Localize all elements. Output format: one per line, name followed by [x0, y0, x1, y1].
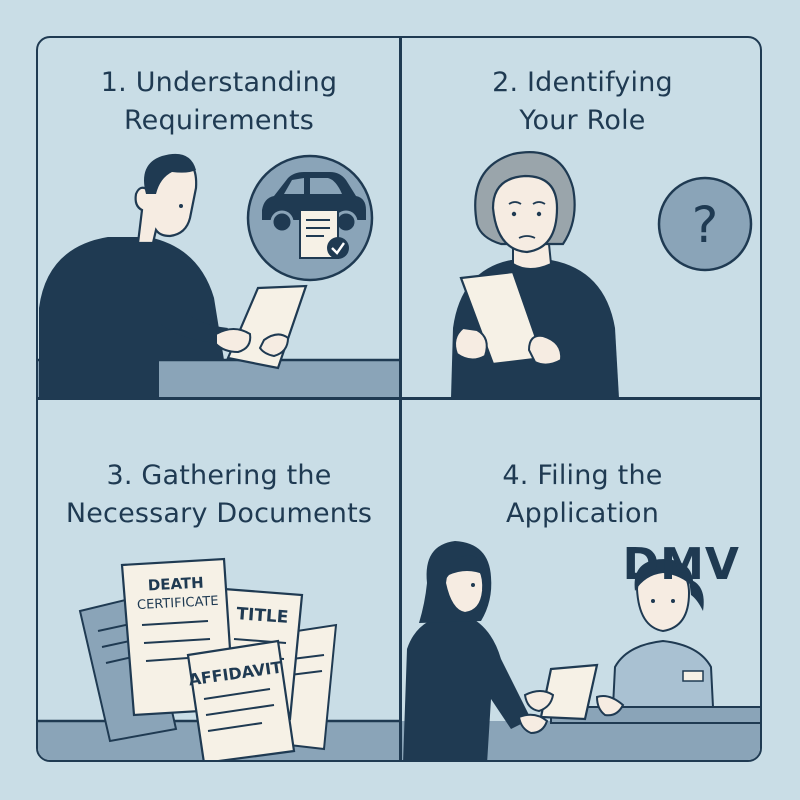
- title-line-2: Requirements: [123, 105, 315, 136]
- reading-man-illustration: [38, 153, 400, 398]
- death-certificate-label-line-1: DEATH: [147, 574, 204, 595]
- panel-gathering-documents: TITLE DEATH CERTIFICATE AFFIDAVIT 3. Gat…: [38, 399, 400, 760]
- question-mark-icon: ?: [657, 176, 753, 272]
- car-document-check-icon: [246, 154, 374, 282]
- title-line-1: 3. Gathering the: [106, 460, 332, 491]
- death-certificate-label-line-2: CERTIFICATE: [137, 594, 219, 613]
- panel-title: 1. Understanding Requirements: [38, 64, 400, 140]
- question-mark-text: ?: [692, 196, 719, 254]
- title-line-1: 1. Understanding: [100, 67, 338, 98]
- dmv-counter-illustration: [401, 541, 760, 760]
- title-line-1: 4. Filing the: [502, 460, 663, 491]
- vertical-divider: [399, 38, 402, 760]
- title-line-1: 2. Identifying: [492, 67, 673, 98]
- paper: [226, 284, 308, 370]
- title-line-2: Your Role: [519, 105, 646, 136]
- panel-understanding-requirements: 1. Understanding Requirements: [38, 38, 400, 398]
- dmv-sign: DMV: [622, 539, 740, 590]
- panel-identifying-role: ? 2. Identifying Your Role: [401, 38, 760, 398]
- panel-filing-application: 4. Filing the Application DMV: [401, 399, 760, 760]
- elderly-woman-illustration: ?: [451, 151, 753, 398]
- horizontal-divider: [38, 397, 760, 400]
- panel-title: 3. Gathering the Necessary Documents: [38, 457, 400, 533]
- documents-illustration: TITLE DEATH CERTIFICATE AFFIDAVIT: [38, 557, 400, 760]
- title-line-2: Application: [505, 498, 660, 529]
- four-panel-frame: 1. Understanding Requirements: [36, 36, 762, 762]
- title-line-2: Necessary Documents: [65, 498, 373, 529]
- title-document-label: TITLE: [236, 604, 289, 628]
- panel-title: 4. Filing the Application: [401, 457, 760, 533]
- panel-title: 2. Identifying Your Role: [401, 64, 760, 140]
